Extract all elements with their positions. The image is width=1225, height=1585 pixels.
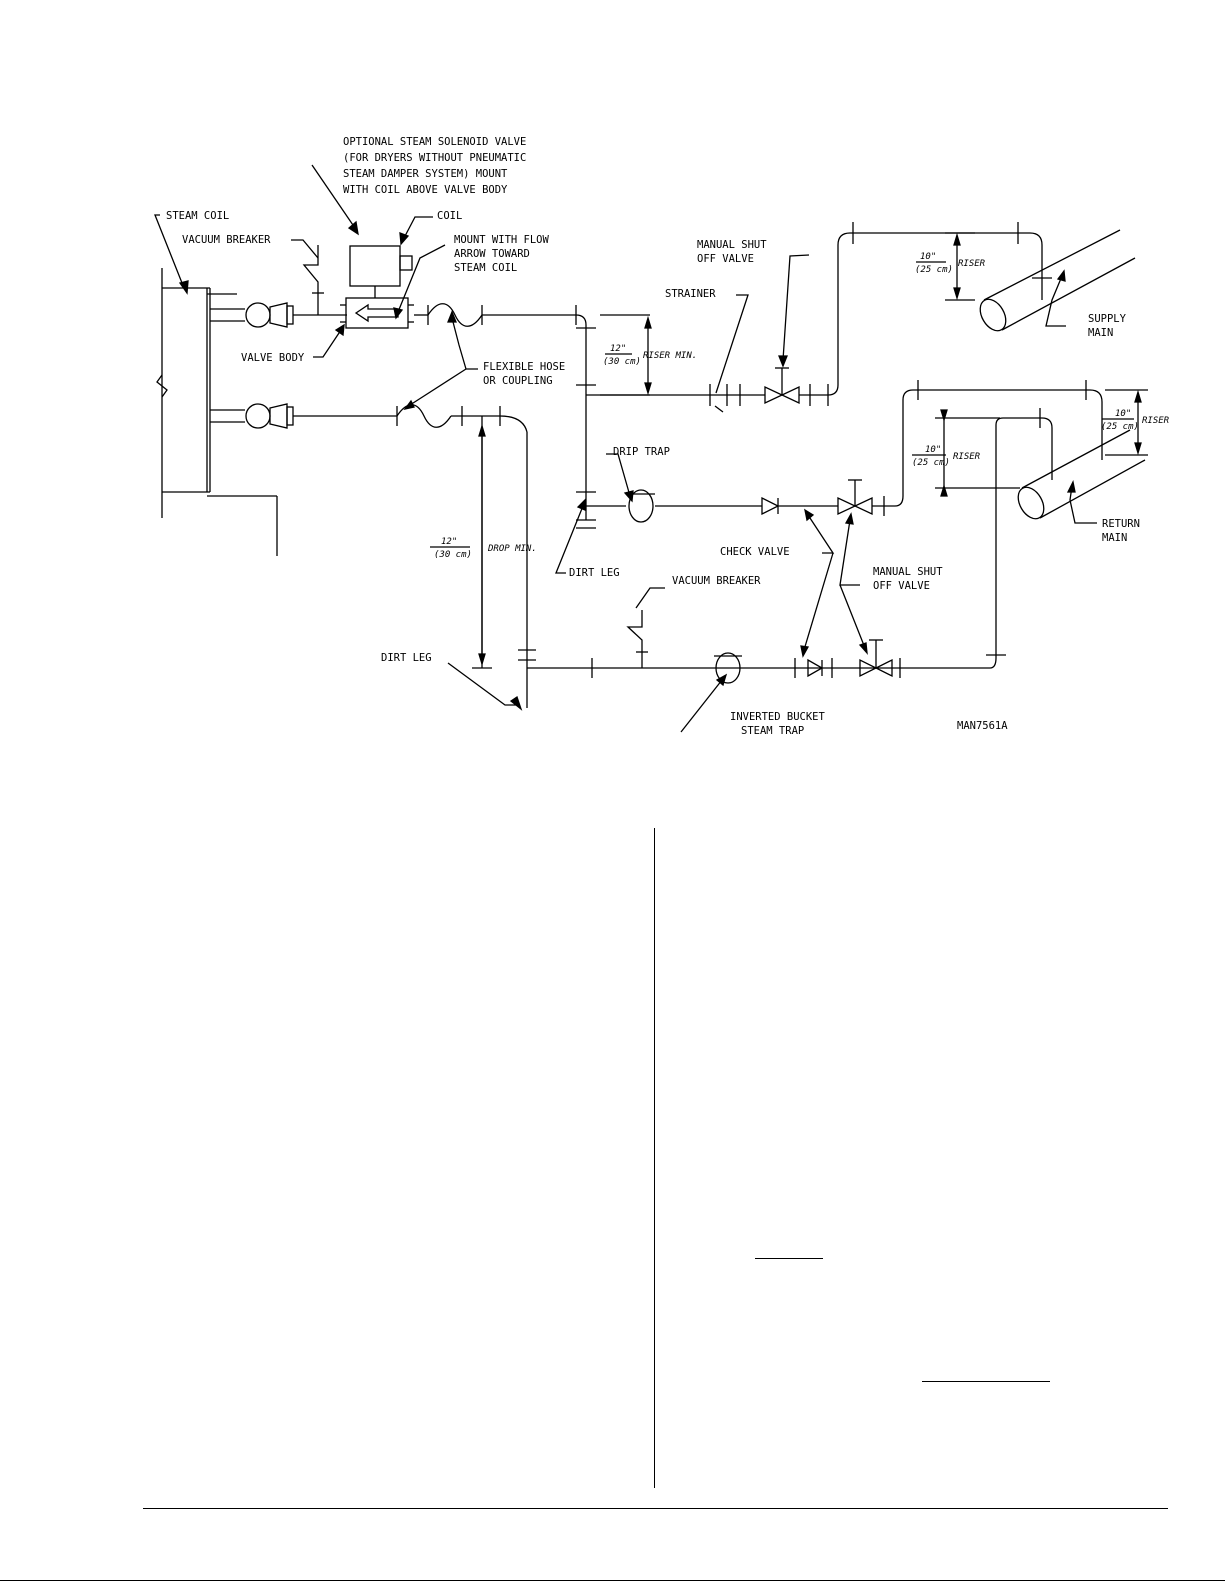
return-riser-left-note: RISER (953, 452, 981, 462)
drop-min-metric: (30 cm) (434, 550, 472, 560)
underline-mark (755, 1258, 823, 1259)
label-inverted-bucket-1: INVERTED BUCKET (730, 711, 826, 723)
label-vacuum-breaker-top: VACUUM BREAKER (182, 234, 271, 246)
label-return-main-1: RETURN (1102, 518, 1140, 530)
return-riser-right-dimension: 10" (25 cm) RISER (1101, 389, 1170, 456)
leader-lines (154, 164, 1097, 733)
label-drip-trap: DRIP TRAP (613, 446, 670, 458)
return-connection (245, 403, 536, 708)
label-strainer: STRAINER (665, 288, 716, 300)
drop-min-dimension: 12" (30 cm) DROP MIN. (430, 423, 537, 667)
label-manual-shut-off-bottom-1: MANUAL SHUT (873, 566, 943, 578)
riser-min-note: RISER MIN. (643, 351, 697, 361)
label-supply-main-2: MAIN (1088, 327, 1113, 339)
solenoid-note: OPTIONAL STEAM SOLENOID VALVE (FOR DRYER… (343, 136, 526, 196)
return-main-pipe (1017, 429, 1146, 520)
label-flexible-hose-2: OR COUPLING (483, 375, 553, 387)
label-dirt-leg-mid: DIRT LEG (569, 567, 620, 579)
label-manual-shut-off-bottom-2: OFF VALVE (873, 580, 930, 592)
return-lower-pipe (794, 408, 1053, 678)
label-check-valve: CHECK VALVE (720, 546, 790, 558)
label-valve-body: VALVE BODY (241, 352, 305, 364)
label-return-main-2: MAIN (1102, 532, 1127, 544)
riser-min-imperial: 12" (610, 344, 626, 354)
solenoid-note-line-4: WITH COIL ABOVE VALVE BODY (343, 184, 508, 196)
steam-coil-housing (156, 268, 278, 556)
inverted-bucket-trap (714, 652, 742, 684)
return-riser-right-note: RISER (1142, 416, 1170, 426)
drop-min-imperial: 12" (441, 537, 457, 547)
underline-mark (922, 1381, 1050, 1382)
solenoid-note-line-2: (FOR DRYERS WITHOUT PNEUMATIC (343, 152, 526, 164)
riser-min-metric: (30 cm) (603, 357, 641, 367)
mount-note-line-1: MOUNT WITH FLOW (454, 234, 550, 246)
supply-connection (245, 302, 347, 328)
steam-piping-diagram: 12" (30 cm) RISER MIN. 12" (30 cm) DROP … (154, 136, 1170, 737)
supply-riser-metric: (25 cm) (915, 265, 953, 275)
label-manual-shut-off-top-1: MANUAL SHUT (697, 239, 767, 251)
solenoid-note-line-1: OPTIONAL STEAM SOLENOID VALVE (343, 136, 526, 148)
column-divider (654, 828, 655, 1488)
return-riser-right-metric: (25 cm) (1101, 422, 1139, 432)
drip-leg-branch (576, 380, 1103, 529)
return-riser-left-imperial: 10" (925, 445, 941, 455)
footer-rule (143, 1508, 1168, 1509)
mount-note-line-2: ARROW TOWARD (454, 248, 530, 260)
label-coil: COIL (437, 210, 462, 222)
label-steam-coil: STEAM COIL (166, 210, 229, 222)
label-flexible-hose-1: FLEXIBLE HOSE (483, 361, 565, 373)
label-supply-main-1: SUPPLY (1088, 313, 1127, 325)
supply-pipe (414, 222, 1052, 520)
return-riser-left-metric: (25 cm) (912, 458, 950, 468)
label-vacuum-breaker-bottom: VACUUM BREAKER (672, 575, 761, 587)
drop-min-note: DROP MIN. (487, 544, 537, 554)
drawing-number: MAN7561A (957, 720, 1008, 732)
mount-note-line-3: STEAM COIL (454, 262, 517, 274)
supply-riser-dimension: 10" (25 cm) RISER (915, 232, 986, 301)
label-inverted-bucket-2: STEAM TRAP (741, 725, 804, 737)
mount-note: MOUNT WITH FLOW ARROW TOWARD STEAM COIL (454, 234, 550, 274)
return-riser-right-imperial: 10" (1115, 409, 1131, 419)
supply-riser-imperial: 10" (920, 252, 936, 262)
solenoid-valve (340, 245, 414, 329)
vacuum-breaker-top (302, 245, 324, 315)
supply-main-pipe (979, 229, 1136, 332)
return-riser-left-dimension: 10" (25 cm) RISER (912, 409, 1020, 497)
label-dirt-leg-left: DIRT LEG (381, 652, 432, 664)
page-bottom-rule (0, 1580, 1225, 1581)
solenoid-note-line-3: STEAM DAMPER SYSTEM) MOUNT (343, 168, 508, 180)
supply-riser-note: RISER (958, 259, 986, 269)
label-manual-shut-off-top-2: OFF VALVE (697, 253, 754, 265)
riser-min-dimension: 12" (30 cm) RISER MIN. (600, 314, 697, 396)
